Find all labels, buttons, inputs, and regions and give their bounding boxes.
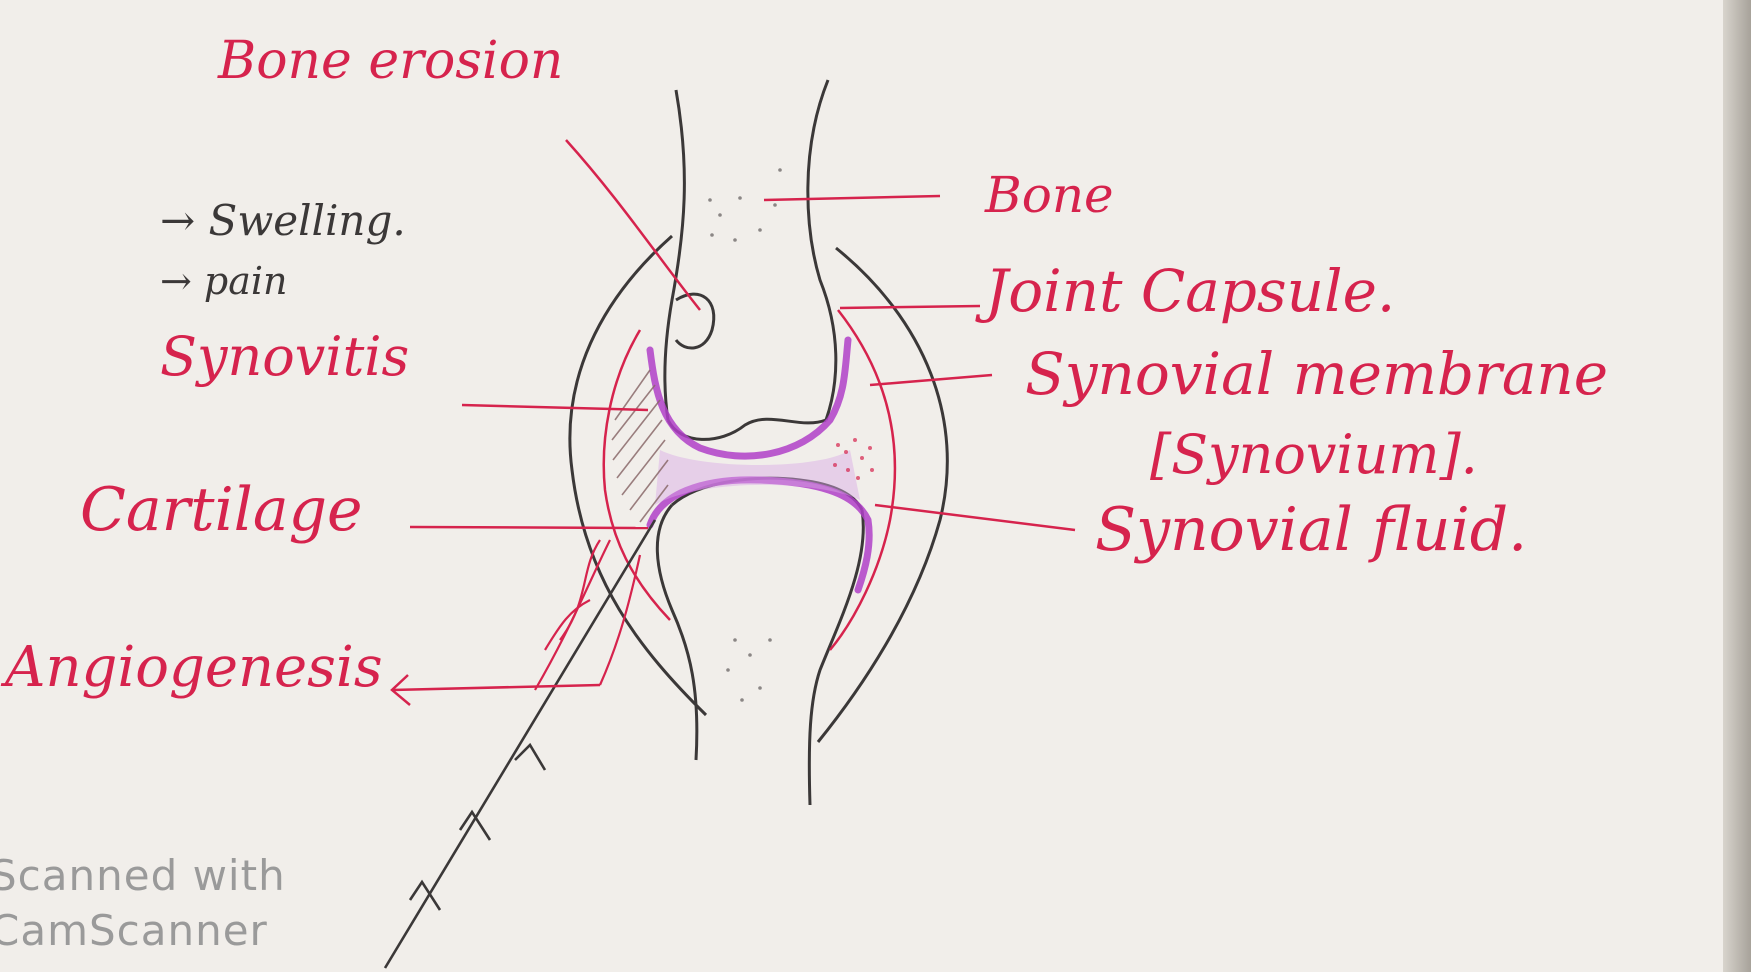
label-synovial-fluid: Synovial fluid. <box>1095 500 1527 560</box>
watermark-line-1: Scanned with <box>0 855 286 897</box>
upper-bone-outline-right <box>808 80 836 420</box>
symptom-swelling: → Swelling. <box>160 200 406 242</box>
label-angiogenesis: Angiogenesis <box>5 640 383 696</box>
symptom-pain: → pain <box>160 262 288 300</box>
leader-angiogenesis <box>392 685 600 690</box>
label-cartilage: Cartilage <box>80 480 363 540</box>
label-synovial-membrane: Synovial membrane <box>1025 345 1608 403</box>
label-synovitis: Synovitis <box>160 330 409 384</box>
leader-synovial-fluid <box>875 505 1075 530</box>
angiogenesis-vessels <box>535 540 640 690</box>
lower-bone-outline-left <box>657 505 697 760</box>
lower-bone-outline-right <box>809 510 863 805</box>
upper-bone-outline-left <box>665 90 685 420</box>
leader-bone <box>764 196 940 200</box>
synovial-membrane-upper <box>650 340 848 456</box>
label-bone: Bone <box>985 170 1114 220</box>
cartilage-arrow <box>385 520 655 968</box>
watermark-line-2: CamScanner <box>0 910 268 952</box>
label-joint-capsule: Joint Capsule. <box>985 262 1395 320</box>
leader-bone-erosion <box>566 140 700 310</box>
label-synovium: [Synovium]. <box>1150 428 1478 482</box>
leader-synovitis <box>462 405 648 410</box>
leader-cartilage <box>410 527 648 528</box>
bone-texture-dots <box>708 168 782 702</box>
leader-lines <box>392 140 1075 705</box>
upper-bone-end <box>668 419 826 439</box>
label-bone-erosion: Bone erosion <box>218 35 563 87</box>
leader-joint-capsule <box>840 306 980 308</box>
